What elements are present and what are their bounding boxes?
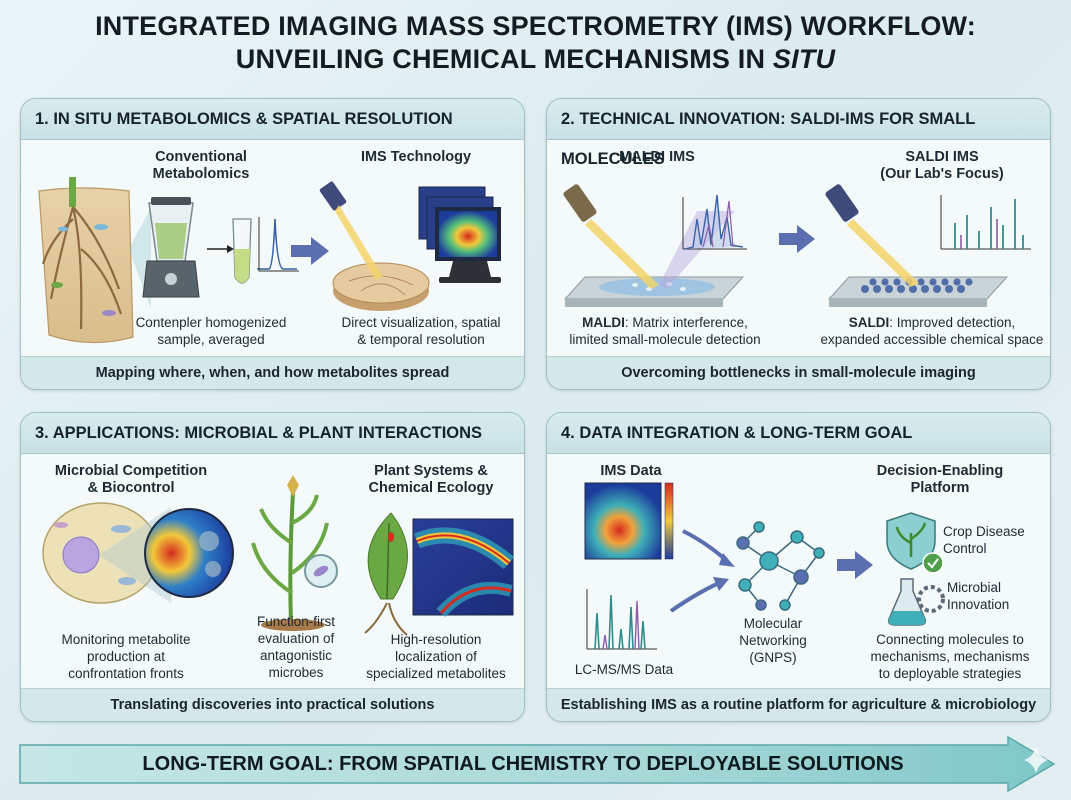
long-term-goal-banner: LONG-TERM GOAL: FROM SPATIAL CHEMISTRY T… bbox=[142, 753, 904, 775]
title-line-2: UNVEILING CHEMICAL MECHANISMS IN SITU bbox=[0, 43, 1071, 76]
maldi-caption: MALDI: Matrix interference, limited smal… bbox=[555, 314, 775, 348]
caption-function-first: Function-first evaluation of antagonisti… bbox=[256, 614, 336, 680]
panel1-footer: Mapping where, when, and how metabolites… bbox=[21, 356, 524, 389]
lcms-spectrum-icon bbox=[586, 589, 657, 650]
panel-applications: 3. APPLICATIONS: MICROBIAL & PLANT INTER… bbox=[20, 412, 525, 722]
panel2-illustration bbox=[563, 184, 1031, 307]
monitor-icon bbox=[418, 186, 501, 283]
flask-gear-icon bbox=[887, 578, 945, 626]
confrontation-heatmap-icon bbox=[144, 508, 234, 598]
ims-caption: Direct visualization, spatial & temporal… bbox=[341, 315, 501, 347]
laser-probe-icon bbox=[319, 181, 383, 279]
caption-metabolite-production: Monitoring metabolite production at conf… bbox=[61, 632, 191, 681]
maldi-caption-bold: MALDI bbox=[582, 315, 625, 330]
blender-icon bbox=[142, 197, 200, 298]
panel2-footer: Overcoming bottlenecks in small-molecule… bbox=[547, 356, 1050, 389]
saldi-laser-icon bbox=[825, 184, 919, 287]
title-line-1: INTEGRATED IMAGING MASS SPECTROMETRY (IM… bbox=[95, 11, 976, 41]
crop-disease-label: Crop Disease Control bbox=[943, 524, 1025, 556]
saldi-ims-title: SALDI IMS (Our Lab's Focus) bbox=[880, 149, 1004, 182]
panel1-illustration bbox=[38, 177, 501, 344]
saldi-caption-text: : Improved detection, expanded accessibl… bbox=[820, 315, 1044, 347]
panel2-heading: 2. TECHNICAL INNOVATION: SALDI-IMS FOR S… bbox=[547, 99, 1050, 168]
title-line-2-text: UNVEILING CHEMICAL MECHANISMS IN bbox=[235, 44, 773, 74]
saldi-caption-bold: SALDI bbox=[848, 315, 890, 330]
saldi-spectrum-icon bbox=[940, 195, 1031, 250]
goal-banner-arrow bbox=[19, 735, 1056, 793]
panel4-illustration bbox=[584, 482, 945, 650]
maldi-spectrum-icon bbox=[682, 194, 747, 250]
caption-localization: High-resolution localization of speciali… bbox=[366, 632, 506, 681]
panel1-heading: 1. IN SITU METABOLOMICS & SPATIAL RESOLU… bbox=[21, 99, 524, 140]
panel3-illustration bbox=[42, 475, 515, 636]
soil-root-icon bbox=[38, 177, 134, 344]
ims-technology-title: IMS Technology bbox=[360, 149, 472, 165]
panel-data-integration: 4. DATA INTEGRATION & LONG-TERM GOAL bbox=[546, 412, 1051, 722]
microbe-magnifier-icon bbox=[304, 554, 338, 588]
tissue-sample-icon bbox=[332, 262, 430, 311]
leaf-icon bbox=[364, 512, 408, 636]
lcms-data-label: LC-MS/MS Data bbox=[574, 662, 674, 677]
leaf-heatmap-icon bbox=[412, 518, 515, 618]
test-tube-icon bbox=[232, 218, 252, 284]
ims-heatmap-icon bbox=[584, 482, 674, 560]
panel3-heading: 3. APPLICATIONS: MICROBIAL & PLANT INTER… bbox=[21, 413, 524, 454]
saldi-caption: SALDI: Improved detection, expanded acce… bbox=[817, 314, 1047, 348]
panel-saldi-ims: 2. TECHNICAL INNOVATION: SALDI-IMS FOR S… bbox=[546, 98, 1051, 390]
conventional-caption: Contenpler homogenized sample, averaged bbox=[135, 315, 287, 347]
shield-plant-icon bbox=[886, 512, 944, 574]
network-icon bbox=[736, 521, 825, 611]
microbial-innovation-label: Microbial Innovation bbox=[947, 580, 1010, 612]
plant-systems-title: Plant Systems & Chemical Ecology bbox=[368, 463, 494, 496]
petri-dish-icon bbox=[42, 502, 160, 604]
microbial-competition-title: Microbial Competition & Biocontrol bbox=[54, 463, 208, 496]
panel-in-situ-metabolomics: 1. IN SITU METABOLOMICS & SPATIAL RESOLU… bbox=[20, 98, 525, 390]
sparkle-icon bbox=[1024, 747, 1048, 773]
panel4-heading: 4. DATA INTEGRATION & LONG-TERM GOAL bbox=[547, 413, 1050, 454]
maldi-ims-title: MALDI IMS bbox=[619, 149, 695, 165]
conventional-metabolomics-title: Conventional Metabolomics bbox=[152, 149, 250, 182]
ims-data-label: IMS Data bbox=[600, 463, 662, 479]
corn-plant-icon bbox=[251, 475, 329, 631]
molecular-networking-label: Molecular Networking (GNPS) bbox=[739, 616, 807, 665]
panel4-footer: Establishing IMS as a routine platform f… bbox=[547, 688, 1050, 721]
title-situ: SITU bbox=[772, 44, 836, 74]
page-title: INTEGRATED IMAGING MASS SPECTROMETRY (IM… bbox=[0, 10, 1071, 76]
maldi-caption-text: : Matrix interference, limited small-mol… bbox=[569, 315, 761, 347]
connecting-caption: Connecting molecules to mechanisms, mech… bbox=[870, 632, 1030, 681]
panel3-footer: Translating discoveries into practical s… bbox=[21, 688, 524, 721]
maldi-slide-icon bbox=[563, 276, 745, 307]
saldi-slide-icon bbox=[827, 276, 1009, 307]
decision-platform-title: Decision-Enabling Platform bbox=[876, 463, 1004, 496]
